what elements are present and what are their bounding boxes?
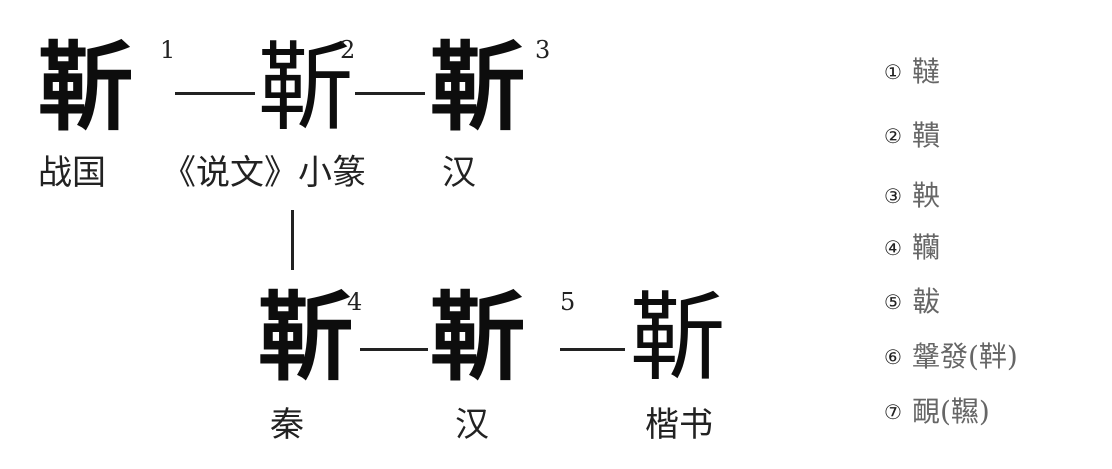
connector-1-2 [175,92,255,95]
list-marker: ① [884,60,902,84]
glyph-warring-states: 靳 [38,31,134,144]
list-text: 靦(韅) [912,395,990,428]
connector-2-3 [355,92,425,95]
list-item: ⑥ 鞶發(靽) [884,343,1018,371]
list-marker: ⑥ [884,345,902,369]
number-5: 5 [560,288,576,316]
list-marker: ⑦ [884,400,902,424]
number-3: 3 [535,36,551,64]
list-marker: ③ [884,184,902,208]
number-2: 2 [340,36,356,64]
caption-kaishu: 楷书 [645,405,713,445]
list-marker: ⑤ [884,290,902,314]
glyph-kaishu: 靳 [630,282,726,394]
number-1: 1 [160,36,176,64]
number-4: 4 [347,288,363,316]
caption-shuowen-xiaozhuan: 《说文》小篆 [162,153,366,193]
list-text: 鞼 [912,119,941,152]
list-text: 韊 [912,231,941,264]
list-text: 韍 [912,285,941,318]
list-text: 鞶發(靽) [912,340,1018,373]
connector-4-5 [360,348,428,351]
glyph-han-1: 靳 [430,31,526,144]
list-item: ⑦ 靦(韅) [884,398,990,426]
list-marker: ② [884,124,902,148]
list-marker: ④ [884,236,902,260]
connector-vertical [291,210,294,270]
list-text: 鞅 [912,179,941,212]
glyph-qin: 靳 [258,281,354,394]
caption-warring-states: 战国 [38,153,106,193]
caption-qin: 秦 [270,405,304,445]
connector-5-6 [560,348,625,351]
caption-han-2: 汉 [455,405,489,445]
glyph-shuowen-xiaozhuan: 靳 [258,32,354,144]
caption-han-1: 汉 [442,153,476,193]
glyph-han-2: 靳 [430,281,526,394]
list-text: 韃 [912,55,941,88]
